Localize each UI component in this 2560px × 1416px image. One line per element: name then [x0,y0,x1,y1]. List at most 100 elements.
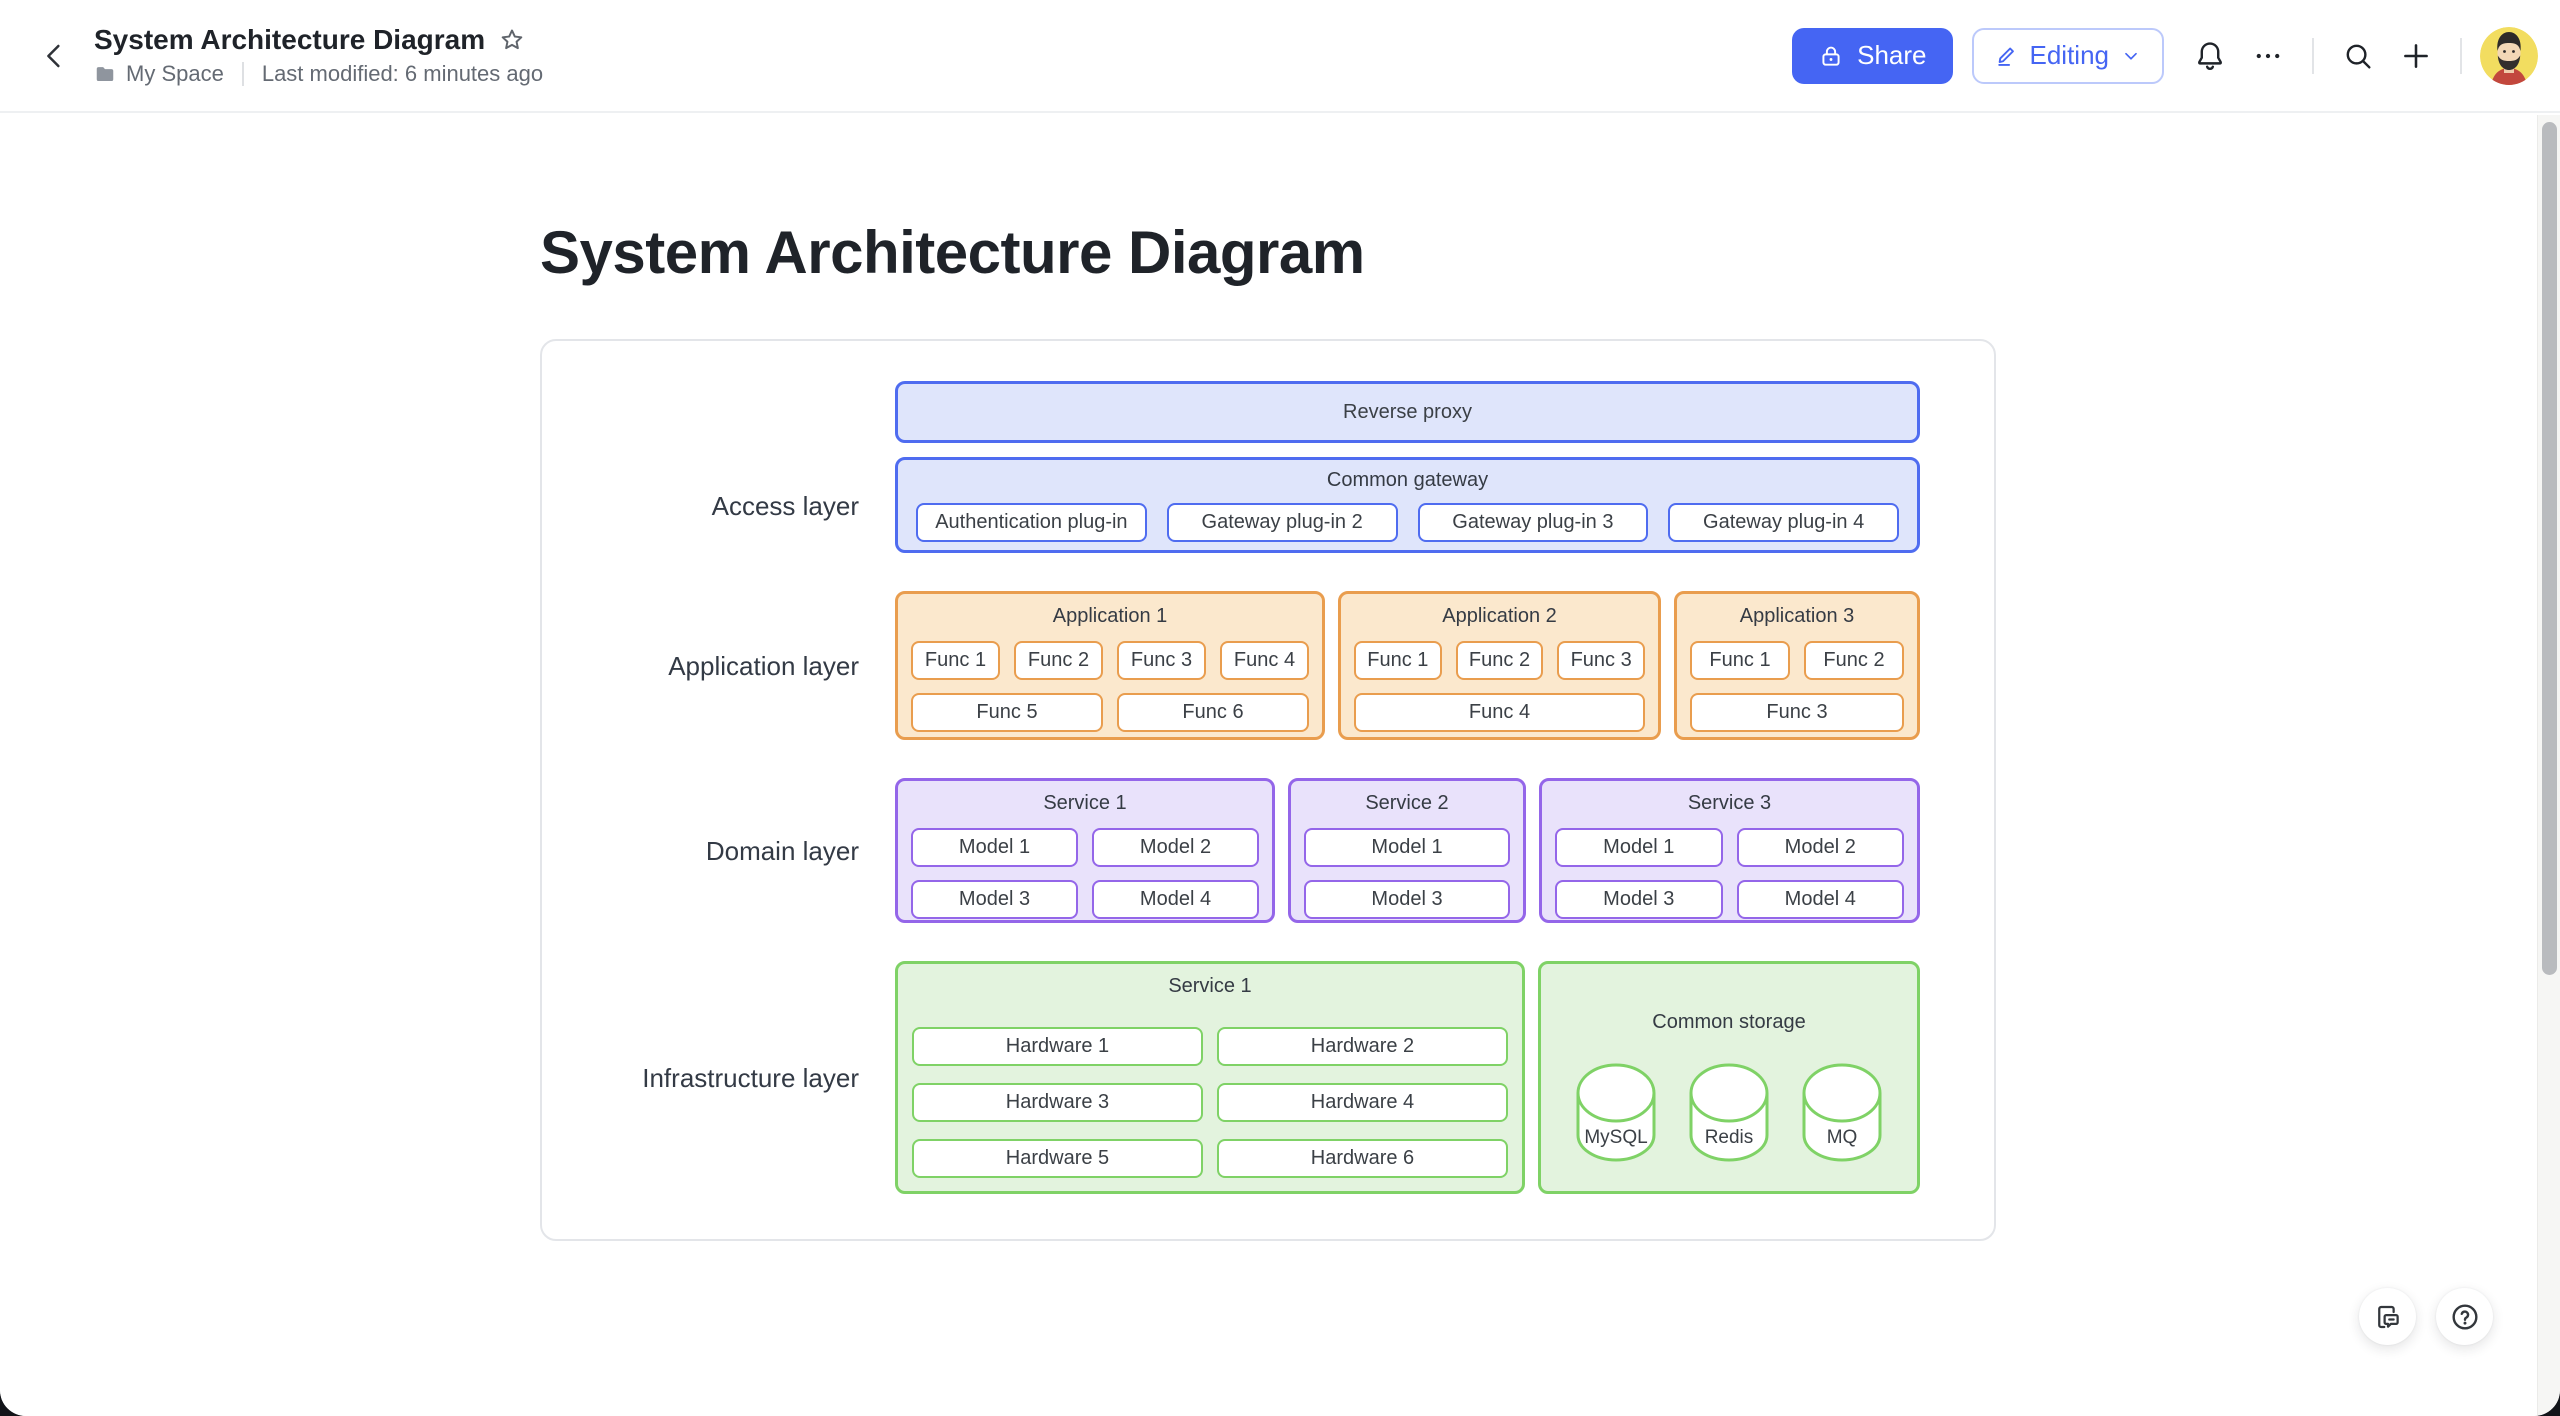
model-node: Model 1 [1555,828,1723,867]
svg-text:MySQL: MySQL [1584,1127,1647,1148]
hardware-node: Hardware 1 [912,1027,1203,1066]
hardware-node: Hardware 5 [912,1139,1203,1178]
doc-comment-icon [2377,1305,2399,1328]
model-node: Model 2 [1092,828,1259,867]
service-group: Service 2 Model 1 Model 3 [1288,778,1526,923]
func-node: Func 4 [1220,641,1309,680]
application-group: Application 1 Func 1 Func 2 Func 3 Func … [895,591,1325,740]
application-group: Application 2 Func 1 Func 2 Func 3 Func … [1338,591,1661,740]
common-gateway-group: Common gateway Authentication plug-in Ga… [895,457,1920,553]
group-title: Service 2 [1365,792,1449,814]
database-cylinder-mq: MQ [1802,1063,1882,1162]
func-node: Func 3 [1690,693,1904,732]
doc-title[interactable]: System Architecture Diagram [94,24,486,55]
hardware-node: Hardware 4 [1217,1083,1508,1122]
question-icon [2451,1303,2478,1330]
share-label: Share [1857,40,1927,70]
group-title: Service 1 [1168,975,1252,997]
domain-layer-row: Domain layer Service 1 Model 1 Model 2 M… [542,778,1920,923]
func-node: Func 1 [1354,641,1442,680]
application-layer-label: Application layer [668,650,859,681]
top-bar: System Architecture Diagram My Space Las… [0,0,2560,113]
last-modified: Last modified: 6 minutes ago [261,61,544,86]
plus-icon [2404,43,2428,68]
divider [2460,37,2462,74]
back-button[interactable] [30,32,78,80]
hardware-node: Hardware 2 [1217,1027,1508,1066]
create-new-button[interactable] [2392,32,2440,80]
editing-mode-button[interactable]: Editing [1971,27,2164,84]
bell-icon [2197,41,2223,70]
svg-text:Redis: Redis [1705,1127,1754,1148]
func-node: Func 3 [1117,641,1206,680]
group-title: Service 1 [1043,792,1127,814]
func-node: Func 2 [1455,641,1544,680]
reverse-proxy-node: Reverse proxy [895,381,1920,443]
more-button[interactable] [2244,32,2292,80]
pencil-icon [1997,47,2014,66]
breadcrumb-space[interactable]: My Space [126,61,224,86]
gateway-node: Gateway plug-in 2 [1166,503,1398,542]
func-node: Func 5 [911,693,1103,732]
avatar[interactable] [2480,26,2538,85]
model-node: Model 3 [911,880,1078,919]
gateway-node: Gateway plug-in 3 [1417,503,1649,542]
editing-label: Editing [2029,40,2110,70]
access-layer-label: Access layer [711,491,859,521]
divider [2312,37,2314,74]
hardware-node: Hardware 3 [912,1083,1203,1122]
comments-button[interactable] [2359,1288,2416,1345]
search-button[interactable] [2334,32,2382,80]
avatar-image [2480,26,2538,85]
common-storage-group: Common storage MySQL Redis [1538,961,1920,1194]
hardware-node: Hardware 6 [1217,1139,1508,1178]
group-title: Common storage [1652,1011,1806,1033]
group-title: Common gateway [1326,469,1489,491]
notifications-button[interactable] [2186,32,2234,80]
help-button[interactable] [2436,1288,2493,1345]
func-node: Func 2 [1014,641,1103,680]
model-node: Model 1 [1304,828,1510,867]
infrastructure-layer-row: Infrastructure layer Service 1 Hardware … [542,961,1920,1194]
share-button[interactable]: Share [1792,27,1953,84]
group-title: Application 1 [1052,605,1168,627]
gateway-node: Gateway plug-in 4 [1668,503,1899,542]
lock-icon [1822,46,1840,66]
database-cylinder-redis: Redis [1689,1063,1769,1162]
group-title: Application 3 [1739,605,1855,627]
diagram-block[interactable]: Access layer Reverse proxy Common gatewa… [540,339,1996,1241]
application-group: Application 3 Func 1 Func 2 Func 3 [1674,591,1920,740]
model-node: Model 4 [1092,880,1259,919]
service-group: Service 3 Model 1 Model 2 Model 3 Model … [1539,778,1920,923]
document-canvas: System Architecture Diagram Access layer… [0,115,2537,1416]
model-node: Model 4 [1736,880,1904,919]
func-node: Func 3 [1557,641,1646,680]
hardware-service-group: Service 1 Hardware 1 Hardware 2 Hardware… [895,961,1525,1194]
page-title[interactable]: System Architecture Diagram [540,219,1365,286]
star-icon[interactable] [499,27,525,53]
service-group: Service 1 Model 1 Model 2 Model 3 Model … [895,778,1275,923]
search-icon [2346,44,2371,69]
application-layer-row: Application layer Application 1 Func 1 F… [542,591,1920,740]
infrastructure-layer-label: Infrastructure layer [642,1062,859,1093]
model-node: Model 3 [1555,880,1723,919]
model-node: Model 3 [1304,880,1510,919]
scrollbar-thumb[interactable] [2542,122,2557,975]
access-layer-row: Access layer Reverse proxy Common gatewa… [542,381,1920,553]
scrollbar-track[interactable] [2537,115,2560,1416]
svg-text:MQ: MQ [1827,1127,1858,1148]
gateway-node: Authentication plug-in [916,503,1147,542]
model-node: Model 2 [1736,828,1904,867]
chevron-left-icon [47,44,60,67]
database-cylinder-mysql: MySQL [1576,1063,1656,1162]
group-title: Application 2 [1442,605,1557,627]
ellipsis-icon [2256,53,2280,58]
func-node: Func 1 [911,641,1000,680]
domain-layer-label: Domain layer [705,835,859,866]
group-title: Service 3 [1687,792,1772,814]
func-node: Func 4 [1354,693,1645,732]
func-node: Func 6 [1117,693,1309,732]
func-node: Func 2 [1804,641,1904,680]
folder-icon [94,63,116,85]
